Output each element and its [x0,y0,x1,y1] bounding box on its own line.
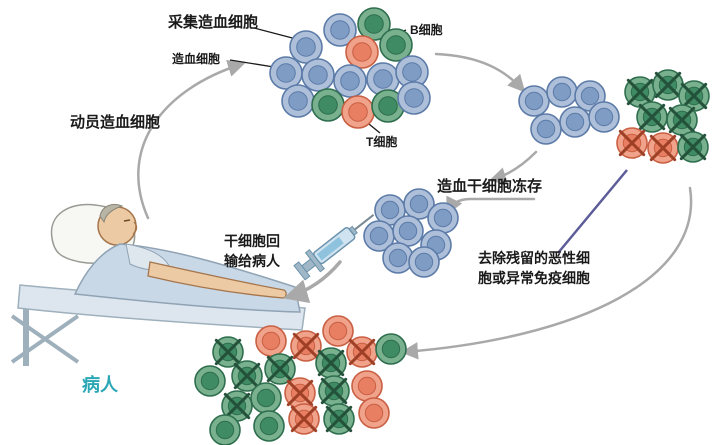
green-cell [357,7,391,41]
orange-cell [358,397,390,429]
green-cell [250,382,282,414]
orange-cell-crossed [346,336,378,368]
orange-cell [341,95,375,129]
arrow-collect-to-sorting [434,52,526,93]
arrow-sorting-to-cryo [488,150,538,185]
green-cell-crossed [264,353,296,385]
patient-hair [99,203,124,224]
green-cell-crossed [212,336,244,368]
orange-cell [351,370,383,402]
blue-cell [323,13,357,47]
orange-cell [345,35,379,69]
orange-cell-crossed [284,377,316,409]
green-cell-crossed [323,403,355,435]
green-cell [375,333,407,365]
blue-cell [546,76,578,108]
green-cell-crossed [666,104,698,136]
green-cell [209,414,241,445]
arrow-mobilize-to-collect [137,59,246,220]
green-cell-crossed [231,360,263,392]
syringe [293,214,375,281]
green-cell [194,365,226,397]
blue-cell [281,84,315,118]
orange-cell-crossed [288,403,320,435]
orange-cell [255,325,287,357]
blue-cell [366,62,400,96]
blue-cell [403,188,435,220]
green-cell-crossed [678,80,710,112]
blue-cell [559,106,591,138]
blue-cell [395,55,429,89]
label-remove-line2: 胞或异常免疫细胞 [477,270,590,286]
cell-clusters [194,7,710,445]
blue-cell [408,246,440,278]
blue-cell [518,85,550,117]
label-mobilize-cells: 动员造血细胞 [70,113,160,131]
blue-cell [588,101,620,133]
blue-cell [301,58,335,92]
blue-cell [289,30,323,64]
label-remove-line1: 去除残留的恶性细 [478,250,590,266]
label-reinfuse-line2: 输给病人 [224,253,281,269]
blue-cell [427,202,459,234]
orange-cell-crossed [616,127,648,159]
green-cell-crossed [318,375,350,407]
label-t-cell: T细胞 [366,134,397,149]
patient-illustration [10,203,306,366]
blue-cell [382,242,414,274]
label-collect-cells: 采集造血细胞 [167,13,258,31]
blue-cell [530,113,562,145]
syringe-needle [350,214,375,233]
green-cell [379,28,413,62]
removed-malignant-cell-cluster [194,315,407,445]
arrow-sorting-to-removed [400,186,693,360]
label-patient: 病人 [82,374,119,395]
label-reinfuse-line1: 干细胞回 [224,233,280,249]
green-cell [371,89,405,123]
blue-cell [397,81,431,115]
syringe-plunger-cap [293,261,311,281]
patient-eye [123,219,131,222]
label-b-cell: B细胞 [410,22,443,37]
green-cell-crossed [636,101,668,133]
syringe-liquid [316,236,344,261]
pointer-line-remove [557,169,628,254]
collected-cell-cluster [269,7,431,129]
sorted-cell-cluster [518,69,710,164]
cryopreserved-stem-cell-cluster [363,188,459,278]
blue-cell [269,56,303,90]
orange-cell [322,315,354,347]
green-cell-crossed [624,76,656,108]
green-cell-crossed [652,69,684,101]
label-cryopreserve: 造血干细胞冻存 [437,177,542,195]
bed-rail-cross-2 [10,314,80,364]
arrow-syringe-to-patient [283,260,342,304]
label-hematopoietic-cell: 造血细胞 [172,51,220,66]
patient-nose [132,221,138,235]
blue-cell [333,64,367,98]
green-cell-crossed [221,390,253,422]
orange-cell-crossed [647,132,679,164]
green-cell [253,410,285,442]
green-cell [311,88,345,122]
orange-cell-crossed [290,330,322,362]
green-cell-crossed [315,347,347,379]
blue-cell [392,215,424,247]
arrow-cryo-to-cluster [446,195,536,216]
green-cell-crossed [677,131,709,163]
